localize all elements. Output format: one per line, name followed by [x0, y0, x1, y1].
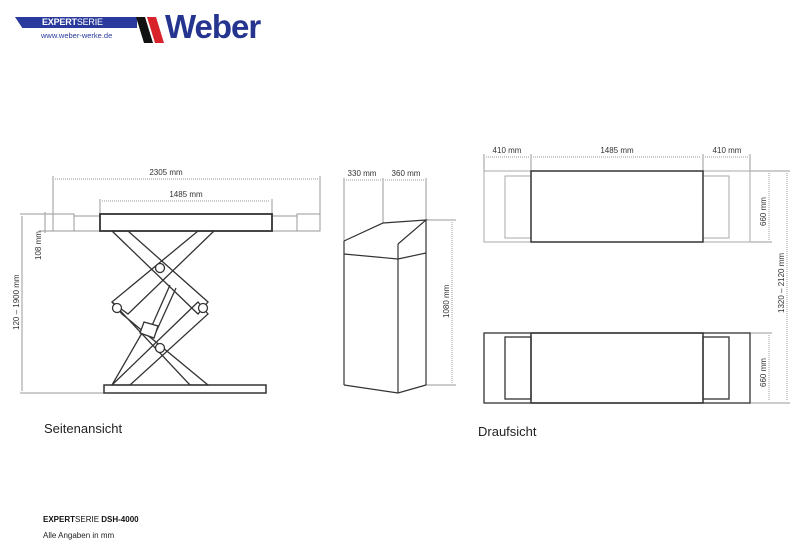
dim-left-ramp: 410 mm: [493, 146, 522, 155]
dim-control-height: 1080 mm: [442, 284, 451, 318]
series-name: EXPERTSERIE: [42, 17, 103, 28]
dim-platform-width-top: 660 mm: [759, 197, 768, 226]
series-bold: EXPERT: [42, 17, 77, 27]
control-unit-box: [343, 219, 428, 394]
model-series-bold: EXPERT: [43, 515, 76, 524]
series-banner: [15, 17, 137, 28]
top-view-label: Draufsicht: [478, 424, 537, 439]
side-view-drawing: [20, 176, 321, 394]
dim-platform-height: 108 mm: [34, 231, 43, 260]
model-series-light: SERIE: [75, 515, 100, 524]
dim-lift-height: 120 – 1900 mm: [12, 274, 21, 330]
brand-name: Weber: [165, 8, 261, 45]
dim-overall-width: 1320 – 2120 mm: [777, 253, 786, 313]
control-unit-drawing: [343, 178, 456, 386]
dim-platform-width-bottom: 660 mm: [759, 358, 768, 387]
top-view-lower: [483, 332, 751, 404]
model-name: DSH-4000: [99, 515, 139, 524]
website-url: www.weber-werke.de: [41, 31, 113, 40]
units-note: Alle Angaben in mm: [43, 531, 115, 540]
dim-platform-length: 1485 mm: [169, 190, 203, 199]
dim-control-depth: 330 mm: [348, 169, 377, 178]
dim-total-length: 2305 mm: [149, 168, 183, 177]
dim-control-width: 360 mm: [392, 169, 421, 178]
scissor-lift: [99, 213, 273, 394]
dim-right-ramp: 410 mm: [713, 146, 742, 155]
top-view-dimensions: [483, 154, 790, 404]
brand-stripes-icon: [136, 17, 164, 43]
top-view-upper: [483, 170, 751, 243]
model-title: EXPERTSERIE DSH-4000: [43, 515, 139, 524]
series-light: SERIE: [76, 17, 103, 27]
dim-top-platform-length: 1485 mm: [600, 146, 634, 155]
side-view-label: Seitenansicht: [44, 421, 123, 436]
